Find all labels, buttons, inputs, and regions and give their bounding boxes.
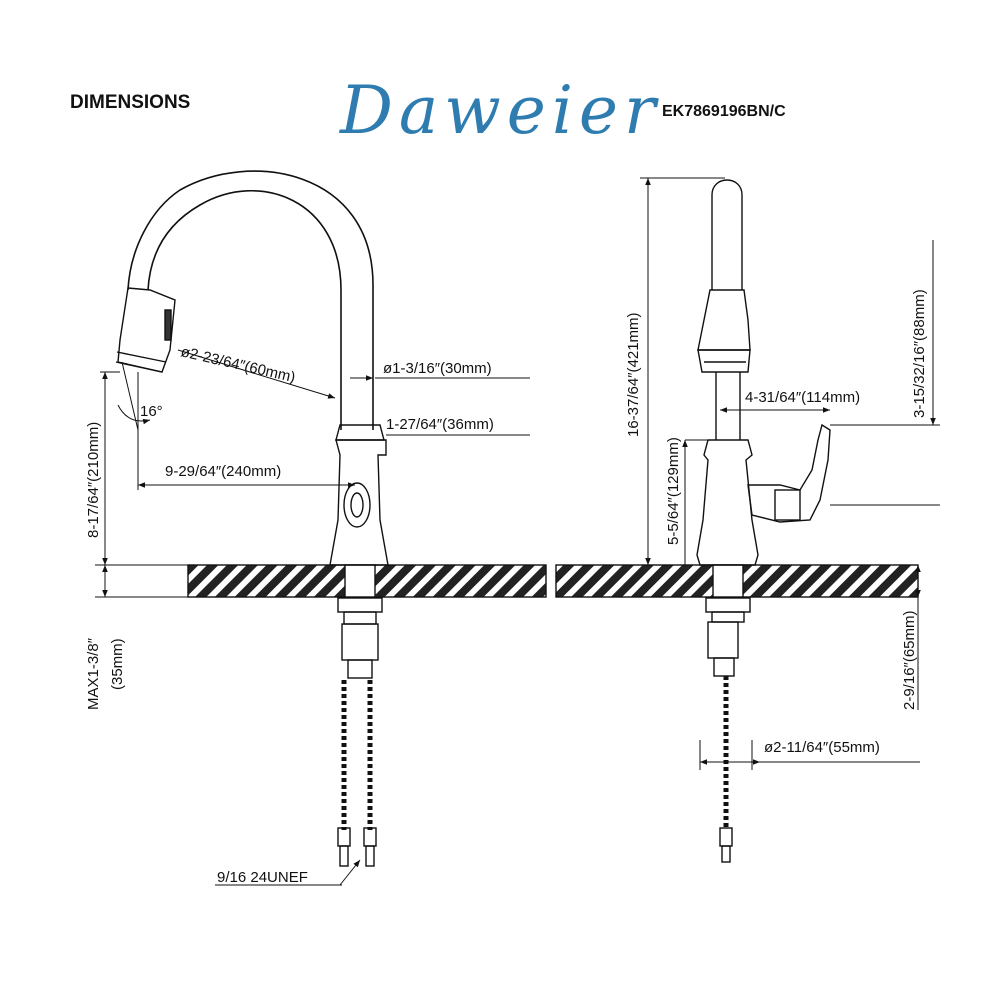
dim-handle-height: 3-15/32/16″(88mm) [911, 289, 928, 418]
side-dimension-labels: 16-37/64″(421mm) 4-31/64″(114mm) 3-15/32… [625, 289, 928, 756]
front-view [115, 170, 547, 867]
dim-spout-height: 8-17/64″(210mm) [85, 422, 102, 538]
dim-handle-width: 1-27/64″(36mm) [386, 416, 494, 433]
side-view [555, 179, 919, 863]
handle-left [343, 482, 371, 528]
dim-shank-length: 2-9/16″(65mm) [901, 610, 918, 710]
brand-logo: Daweier [340, 72, 662, 149]
front-dimension-lines [95, 349, 545, 886]
dim-handle-projection: 4-31/64″(114mm) [745, 389, 860, 406]
spray-head-left [117, 287, 176, 373]
body-right [696, 439, 759, 566]
dim-total-height: 16-37/64″(421mm) [625, 312, 642, 437]
dim-spray-angle: 16° [140, 403, 163, 420]
dim-spout-diameter: ø1-3/16″(30mm) [383, 360, 492, 377]
side-dimension-lines [640, 177, 940, 770]
dim-max-deck: MAX1-3/8″ [85, 637, 102, 710]
dim-reach: 9-29/64″(240mm) [165, 463, 281, 480]
handle-right [747, 423, 831, 523]
model-number: EK7869196BN/C [662, 103, 786, 120]
dim-body-height: 5-5/64″(129mm) [665, 437, 682, 545]
body-left [329, 439, 389, 566]
spray-head-right [697, 349, 751, 373]
dim-spray-diameter: ø2-23/64″(60mm) [179, 343, 297, 386]
page-title: DIMENSIONS [70, 92, 191, 113]
spout-right [711, 179, 743, 290]
dim-max-deck-mm: (35mm) [109, 638, 126, 690]
dim-connector: 9/16 24UNEF [217, 869, 308, 886]
spout-left [147, 190, 342, 430]
front-dimension-labels: ø2-23/64″(60mm) ø1-3/16″(30mm) 16° 1-27/… [85, 343, 494, 886]
dim-base-diameter: ø2-11/64″(55mm) [764, 739, 880, 756]
